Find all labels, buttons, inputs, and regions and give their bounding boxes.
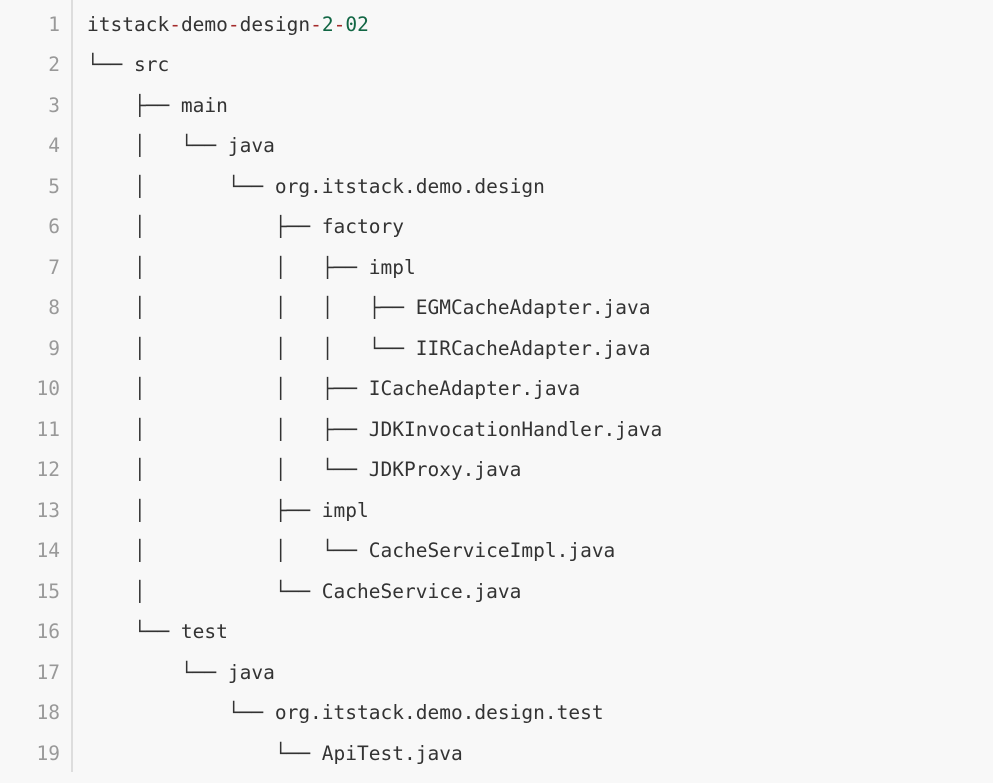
line-code: └── java xyxy=(60,661,275,684)
code-line: 5 │ └── org.itstack.demo.design xyxy=(0,166,993,207)
code-token: - xyxy=(169,12,181,36)
line-number: 8 xyxy=(48,296,60,320)
code-token: │ │ │ ├── EGMCacheAdapter.java xyxy=(87,296,651,320)
line-code: │ └── CacheService.java xyxy=(60,580,521,603)
code-token: - xyxy=(227,12,240,36)
code-token: └── org.itstack.demo.design.test xyxy=(87,701,604,725)
line-number: 1 xyxy=(48,12,60,36)
code-line: 13 │ ├── impl xyxy=(0,490,993,531)
line-number: 19 xyxy=(36,741,60,765)
code-token: - xyxy=(333,12,346,36)
line-number: 14 xyxy=(36,539,60,563)
code-line: 14 │ │ └── CacheServiceImpl.java xyxy=(0,531,993,572)
line-number: 10 xyxy=(36,377,60,401)
line-number: 5 xyxy=(48,174,60,198)
code-line: 6 │ ├── factory xyxy=(0,207,993,248)
code-line: 3 ├── main xyxy=(0,85,993,126)
line-number: 12 xyxy=(36,458,60,482)
code-line: 12 │ │ └── JDKProxy.java xyxy=(0,450,993,491)
code-line: 16 └── test xyxy=(0,612,993,653)
code-token: design xyxy=(239,12,311,36)
line-number: 13 xyxy=(36,498,60,522)
line-code: │ ├── factory xyxy=(60,215,404,238)
code-line: 19 └── ApiTest.java xyxy=(0,733,993,774)
code-token: │ │ ├── JDKInvocationHandler.java xyxy=(87,417,663,441)
line-number: 18 xyxy=(36,701,60,725)
code-line: 10 │ │ ├── ICacheAdapter.java xyxy=(0,369,993,410)
line-number: 3 xyxy=(48,93,60,117)
code-line: 15 │ └── CacheService.java xyxy=(0,571,993,612)
line-code: │ ├── impl xyxy=(60,499,369,522)
code-line: 4 │ └── java xyxy=(0,126,993,167)
code-token: └── test xyxy=(87,620,228,644)
line-number: 16 xyxy=(36,620,60,644)
code-token: │ └── org.itstack.demo.design xyxy=(87,174,545,198)
line-code: │ │ └── JDKProxy.java xyxy=(60,458,521,481)
line-number: 7 xyxy=(48,255,60,279)
code-token: │ ├── impl xyxy=(87,498,369,522)
code-token: itstack xyxy=(87,12,170,36)
code-token: │ ├── factory xyxy=(87,215,404,239)
code-token: │ └── CacheService.java xyxy=(87,579,522,603)
line-code: └── test xyxy=(60,620,228,643)
code-token: 2 xyxy=(321,12,334,36)
code-token: │ └── java xyxy=(87,134,275,158)
code-token: │ │ ├── ICacheAdapter.java xyxy=(87,377,581,401)
code-token: │ │ └── JDKProxy.java xyxy=(87,458,522,482)
line-number: 15 xyxy=(36,579,60,603)
code-token: ├── main xyxy=(87,93,228,117)
code-line: 8 │ │ │ ├── EGMCacheAdapter.java xyxy=(0,288,993,329)
code-line: 9 │ │ │ └── IIRCacheAdapter.java xyxy=(0,328,993,369)
code-line: 17 └── java xyxy=(0,652,993,693)
line-code: │ │ ├── ICacheAdapter.java xyxy=(60,377,580,400)
line-code: │ │ └── CacheServiceImpl.java xyxy=(60,539,615,562)
line-number: 2 xyxy=(48,53,60,77)
code-line: 2 └── src xyxy=(0,45,993,86)
code-token: - xyxy=(310,12,322,36)
line-code: ├── main xyxy=(60,94,228,117)
line-code: │ │ │ ├── EGMCacheAdapter.java xyxy=(60,296,651,319)
code-token: │ │ │ └── IIRCacheAdapter.java xyxy=(87,336,651,360)
line-number: 9 xyxy=(48,336,60,360)
code-line: 18 └── org.itstack.demo.design.test xyxy=(0,693,993,734)
code-token: └── java xyxy=(87,660,275,684)
line-code: itstack-demo-design-2-02 xyxy=(60,13,369,36)
line-number: 6 xyxy=(48,215,60,239)
code-token: │ │ ├── impl xyxy=(87,255,416,279)
line-code: └── ApiTest.java xyxy=(60,742,463,765)
line-code: └── src xyxy=(60,53,169,76)
code-token: 02 xyxy=(345,12,369,36)
line-number: 11 xyxy=(36,417,60,441)
line-code: │ └── java xyxy=(60,134,275,157)
gutter-divider xyxy=(71,0,73,772)
line-code: └── org.itstack.demo.design.test xyxy=(60,701,604,724)
line-code: │ │ ├── JDKInvocationHandler.java xyxy=(60,418,662,441)
code-token: demo xyxy=(180,12,228,36)
line-code: │ └── org.itstack.demo.design xyxy=(60,175,545,198)
code-token: │ │ └── CacheServiceImpl.java xyxy=(87,539,616,563)
code-token: └── src xyxy=(87,53,170,77)
code-token: └── ApiTest.java xyxy=(87,741,463,765)
code-line: 11 │ │ ├── JDKInvocationHandler.java xyxy=(0,409,993,450)
line-code: │ │ ├── impl xyxy=(60,256,416,279)
line-number: 4 xyxy=(48,134,60,158)
code-line: 7 │ │ ├── impl xyxy=(0,247,993,288)
line-code: │ │ │ └── IIRCacheAdapter.java xyxy=(60,337,651,360)
line-number: 17 xyxy=(36,660,60,684)
